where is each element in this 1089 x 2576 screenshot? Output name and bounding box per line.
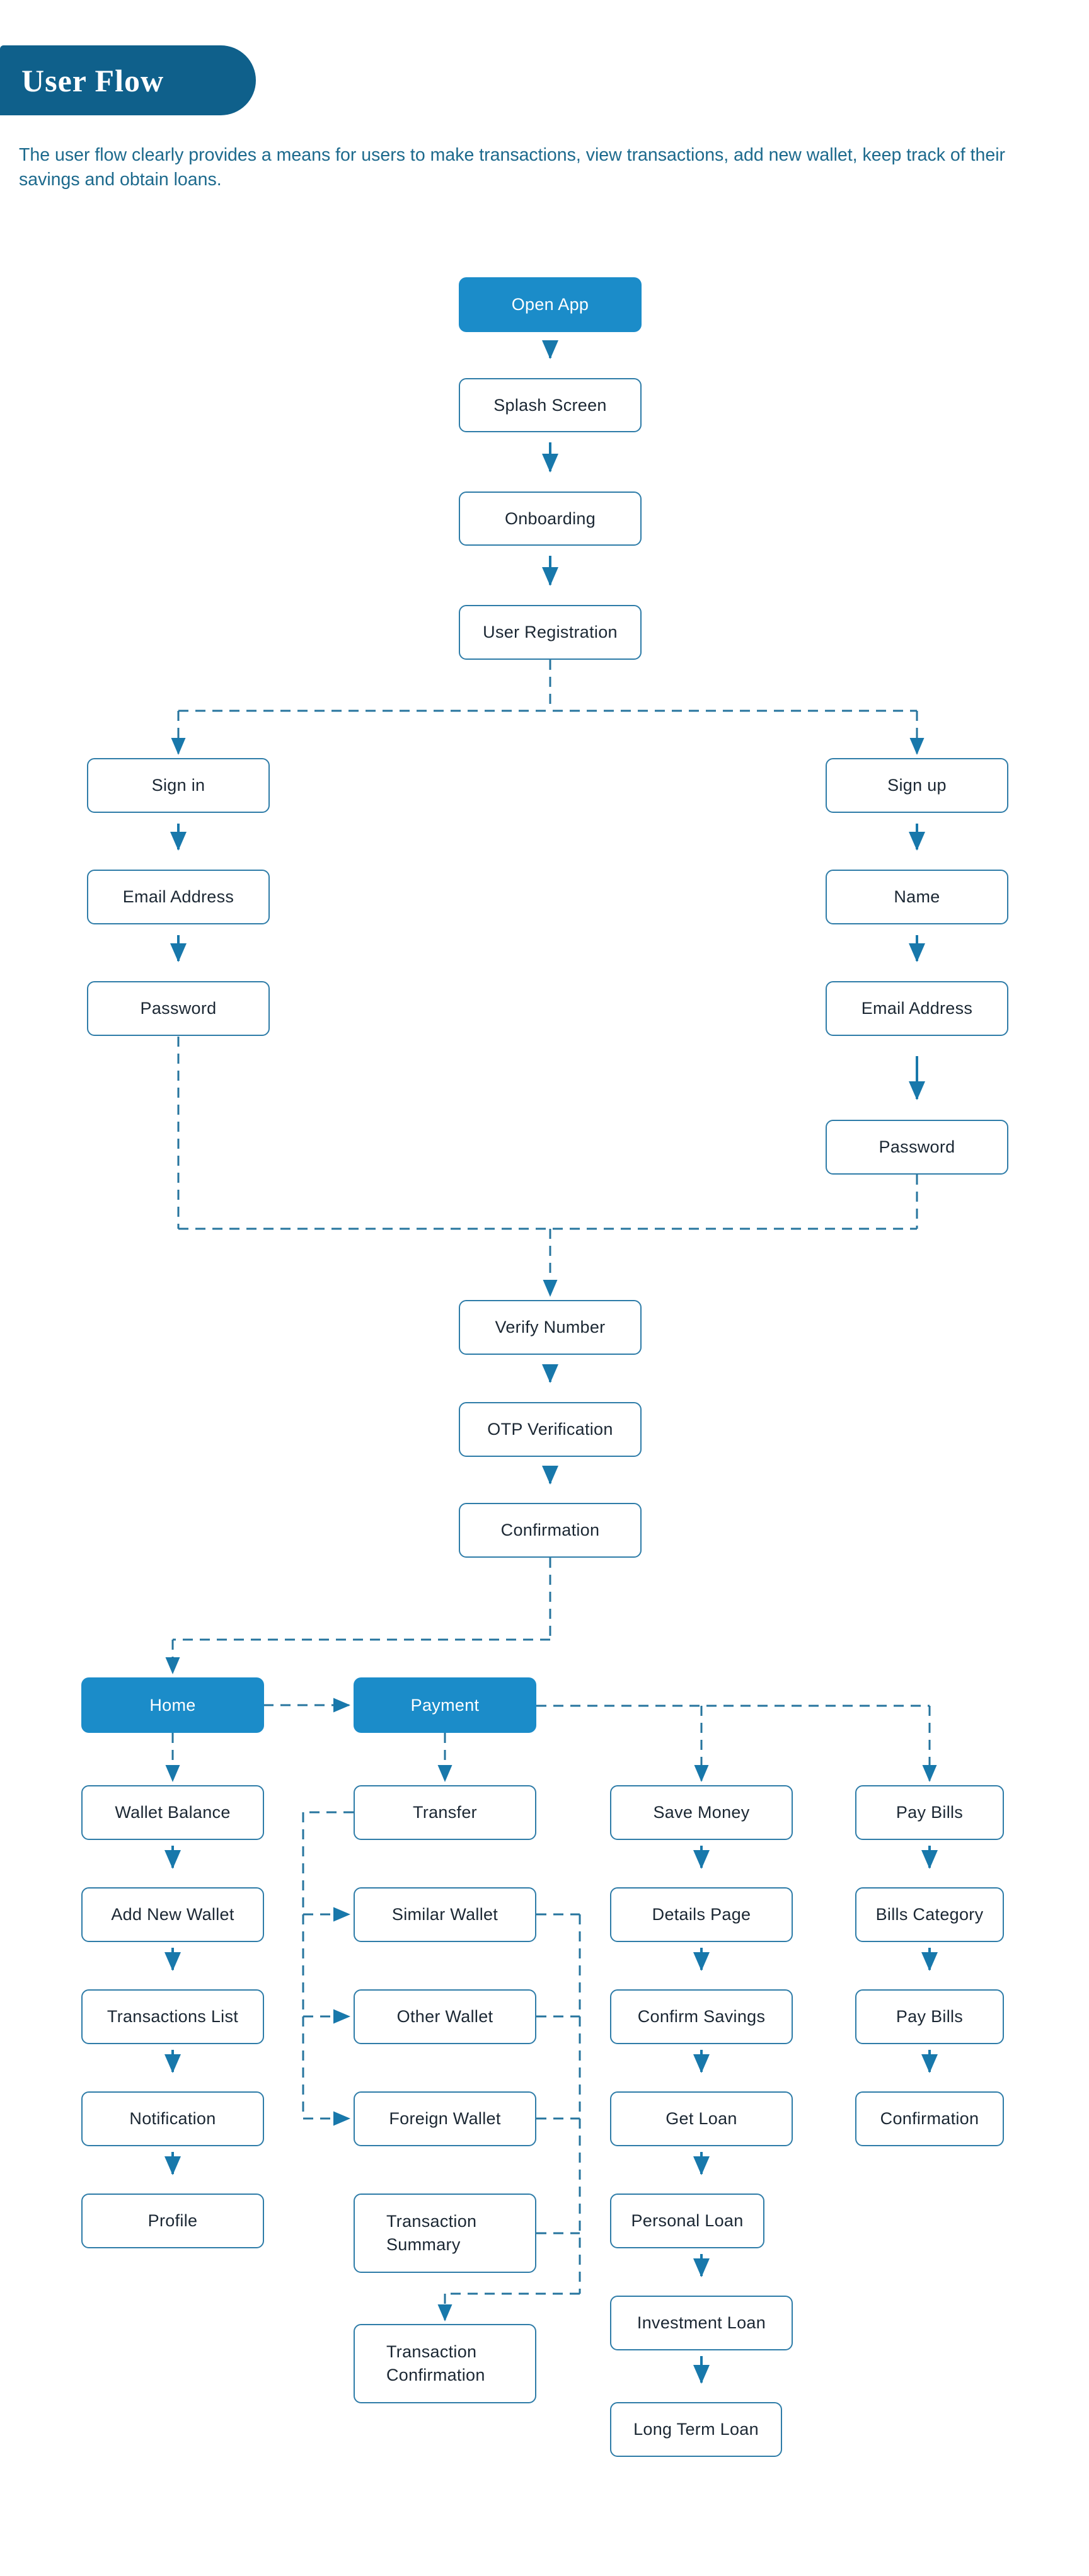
- flow-node-sign-up: Sign up: [826, 758, 1008, 813]
- flow-node-bills-category: Bills Category: [855, 1887, 1004, 1942]
- flow-node-verify-number: Verify Number: [459, 1300, 642, 1355]
- flow-node-notification: Notification: [81, 2091, 264, 2146]
- flow-node-payment: Payment: [354, 1677, 536, 1733]
- flow-node-investment-loan: Investment Loan: [610, 2296, 793, 2350]
- flow-node-confirmation-bills: Confirmation: [855, 2091, 1004, 2146]
- flow-node-sign-in: Sign in: [87, 758, 270, 813]
- flow-node-details-page: Details Page: [610, 1887, 793, 1942]
- flow-node-foreign-wallet: Foreign Wallet: [354, 2091, 536, 2146]
- flow-description: The user flow clearly provides a means f…: [19, 145, 1006, 190]
- flow-node-name: Name: [826, 870, 1008, 924]
- flow-node-transaction-summary: Transaction Summary: [354, 2194, 536, 2273]
- flow-node-transactions-list: Transactions List: [81, 1989, 264, 2044]
- flow-node-save-money: Save Money: [610, 1785, 793, 1840]
- flow-node-user-registration: User Registration: [459, 605, 642, 660]
- flow-node-confirm-savings: Confirm Savings: [610, 1989, 793, 2044]
- flow-node-long-term-loan: Long Term Loan: [610, 2402, 782, 2457]
- flow-node-pay-bills-1: Pay Bills: [855, 1785, 1004, 1840]
- flow-node-confirmation: Confirmation: [459, 1503, 642, 1558]
- flow-node-onboarding: Onboarding: [459, 492, 642, 546]
- flow-node-transaction-confirmation: Transaction Confirmation: [354, 2324, 536, 2403]
- flow-node-open-app: Open App: [459, 277, 642, 332]
- page-title: User Flow: [21, 62, 164, 98]
- flow-node-splash-screen: Splash Screen: [459, 378, 642, 432]
- flow-node-transfer: Transfer: [354, 1785, 536, 1840]
- flow-node-password-signin: Password: [87, 981, 270, 1036]
- flow-node-add-new-wallet: Add New Wallet: [81, 1887, 264, 1942]
- title-pill: User Flow: [0, 45, 256, 115]
- flow-node-email-address-signup: Email Address: [826, 981, 1008, 1036]
- flow-node-email-address-signin: Email Address: [87, 870, 270, 924]
- flow-node-password-signup: Password: [826, 1120, 1008, 1175]
- flow-node-profile: Profile: [81, 2194, 264, 2248]
- flow-node-home: Home: [81, 1677, 264, 1733]
- flow-node-personal-loan: Personal Loan: [610, 2194, 764, 2248]
- flow-node-otp-verification: OTP Verification: [459, 1402, 642, 1457]
- flow-node-pay-bills-2: Pay Bills: [855, 1989, 1004, 2044]
- flow-node-wallet-balance: Wallet Balance: [81, 1785, 264, 1840]
- flow-node-similar-wallet: Similar Wallet: [354, 1887, 536, 1942]
- flow-node-other-wallet: Other Wallet: [354, 1989, 536, 2044]
- flow-node-get-loan: Get Loan: [610, 2091, 793, 2146]
